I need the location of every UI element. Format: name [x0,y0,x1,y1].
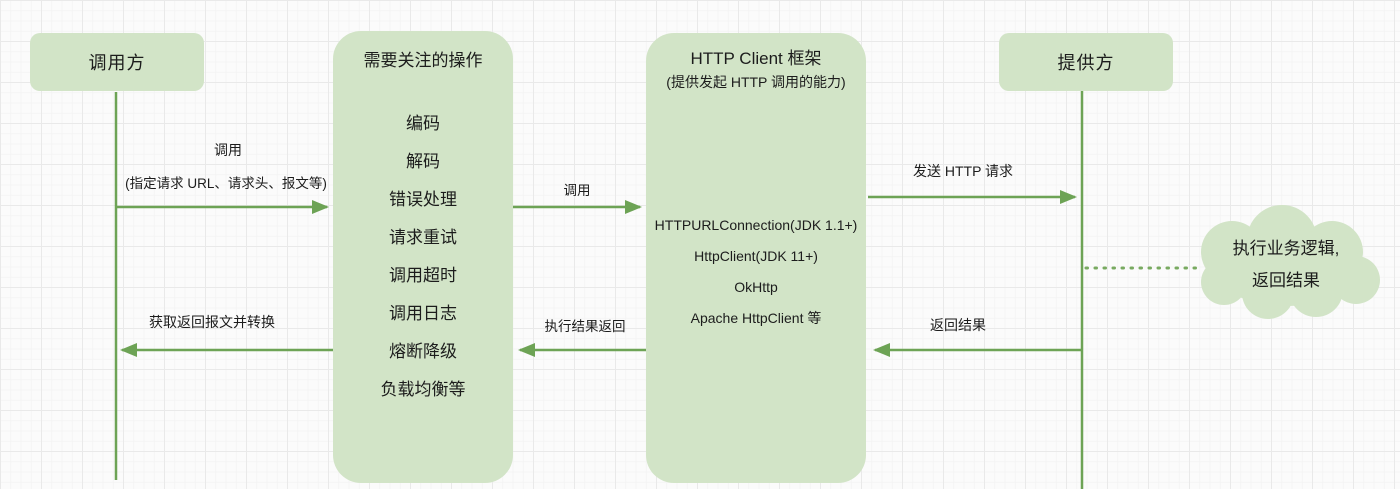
operations-title: 需要关注的操作 [363,51,483,70]
business-logic-cloud [1201,205,1380,319]
cloud-text-line1: 执行业务逻辑, [1232,239,1340,258]
cloud-text: 执行业务逻辑, 返回结果 [1233,233,1340,297]
operations-list-item: 调用超时 [389,266,457,285]
call-2-label: 调用 [563,183,591,198]
http-client-list-item: OkHttp [734,279,778,295]
http-client-node: HTTP Client 框架 (提供发起 HTTP 调用的能力) HTTPURL… [646,33,866,483]
cloud-text-line2: 返回结果 [1251,271,1320,290]
operations-list-item: 请求重试 [389,228,457,247]
http-client-list: HTTPURLConnection(JDK 1.1+) HttpClient(JD… [646,210,866,334]
exec-return-label: 执行结果返回 [544,319,626,334]
http-client-list-item: HTTPURLConnection(JDK 1.1+) [654,217,858,233]
provider-label: 提供方 [1057,53,1115,73]
operations-list: 编码解码错误处理请求重试调用超时调用日志熔断降级负载均衡等 [333,105,513,409]
return-result-label: 返回结果 [930,317,986,333]
send-http-request-label: 发送 HTTP 请求 [912,163,1014,179]
operations-list-item: 编码 [406,114,440,133]
call-1-label: 调用 [214,142,242,158]
caller-node: 调用方 [30,33,204,91]
operations-list-item: 负载均衡等 [380,380,466,399]
caller-label: 调用方 [88,53,146,73]
http-client-subtitle: (提供发起 HTTP 调用的能力) [666,74,846,90]
operations-list-item: 调用日志 [389,304,457,323]
http-client-title: HTTP Client 框架 [690,49,822,68]
fetch-convert-label: 获取返回报文并转换 [149,314,275,330]
operations-list-item: 熔断降级 [389,342,457,361]
operations-list-item: 错误处理 [389,190,457,209]
operations-list-item: 解码 [406,152,440,171]
operations-node: 需要关注的操作 编码解码错误处理请求重试调用超时调用日志熔断降级负载均衡等 [333,31,513,483]
http-client-list-item: HttpClient(JDK 11+) [694,248,818,264]
provider-node: 提供方 [999,33,1173,91]
http-client-list-item: Apache HttpClient 等 [690,310,822,326]
call-1-sublabel: (指定请求 URL、请求头、报文等) [125,176,327,191]
